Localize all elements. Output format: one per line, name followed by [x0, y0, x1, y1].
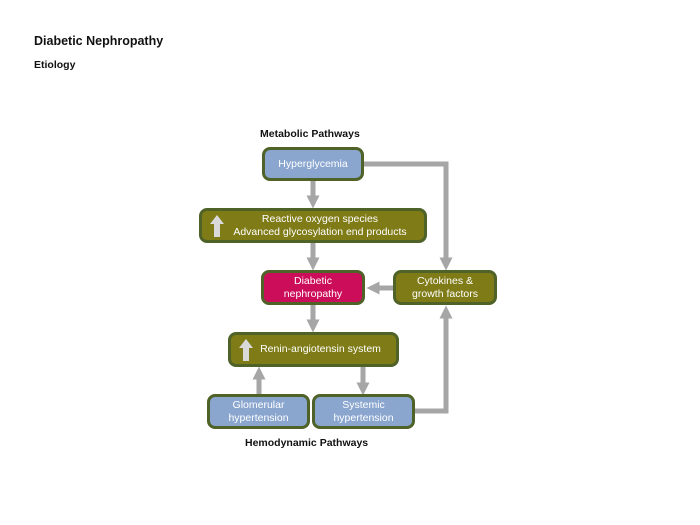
node-nephropathy-line-1: Diabetic [294, 274, 332, 287]
node-diabetic-nephropathy: Diabetic nephropathy [261, 270, 365, 305]
node-cytokines-line-1: Cytokines & [416, 274, 473, 287]
hemodynamic-pathways-label: Hemodynamic Pathways [245, 437, 369, 449]
node-nephropathy-line-2: nephropathy [283, 287, 343, 300]
metabolic-pathways-label: Metabolic Pathways [260, 128, 360, 140]
node-systemic-line-2: hypertension [333, 411, 394, 424]
edge-hyperglycemia-to-cytokines [364, 161, 453, 271]
node-ros-line-1: Reactive oxygen species [261, 212, 379, 225]
node-systemic-line-1: Systemic [342, 398, 385, 411]
node-ras-label: Renin-angiotensin system [260, 343, 381, 355]
node-reactive-oxygen-species: Reactive oxygen species Advanced glycosy… [199, 208, 427, 243]
node-renin-angiotensin-system: Renin-angiotensin system [228, 332, 399, 367]
increase-arrow-icon [239, 338, 253, 361]
node-systemic-hypertension: Systemic hypertension [312, 394, 415, 429]
node-hyperglycemia-label: Hyperglycemia [278, 157, 348, 170]
node-glomerular-line-1: Glomerular [232, 398, 285, 411]
node-ros-line-2: Advanced glycosylation end products [233, 225, 407, 238]
increase-arrow-icon [210, 214, 224, 237]
node-cytokines-line-2: growth factors [412, 287, 478, 300]
node-hyperglycemia: Hyperglycemia [262, 147, 364, 181]
page-title: Diabetic Nephropathy [34, 34, 164, 48]
page-subtitle: Etiology [34, 59, 76, 71]
node-glomerular-hypertension: Glomerular hypertension [207, 394, 310, 429]
node-cytokines-growth-factors: Cytokines & growth factors [393, 270, 497, 305]
node-glomerular-line-2: hypertension [228, 411, 289, 424]
edge-systemic-to-cytokines [414, 305, 453, 414]
